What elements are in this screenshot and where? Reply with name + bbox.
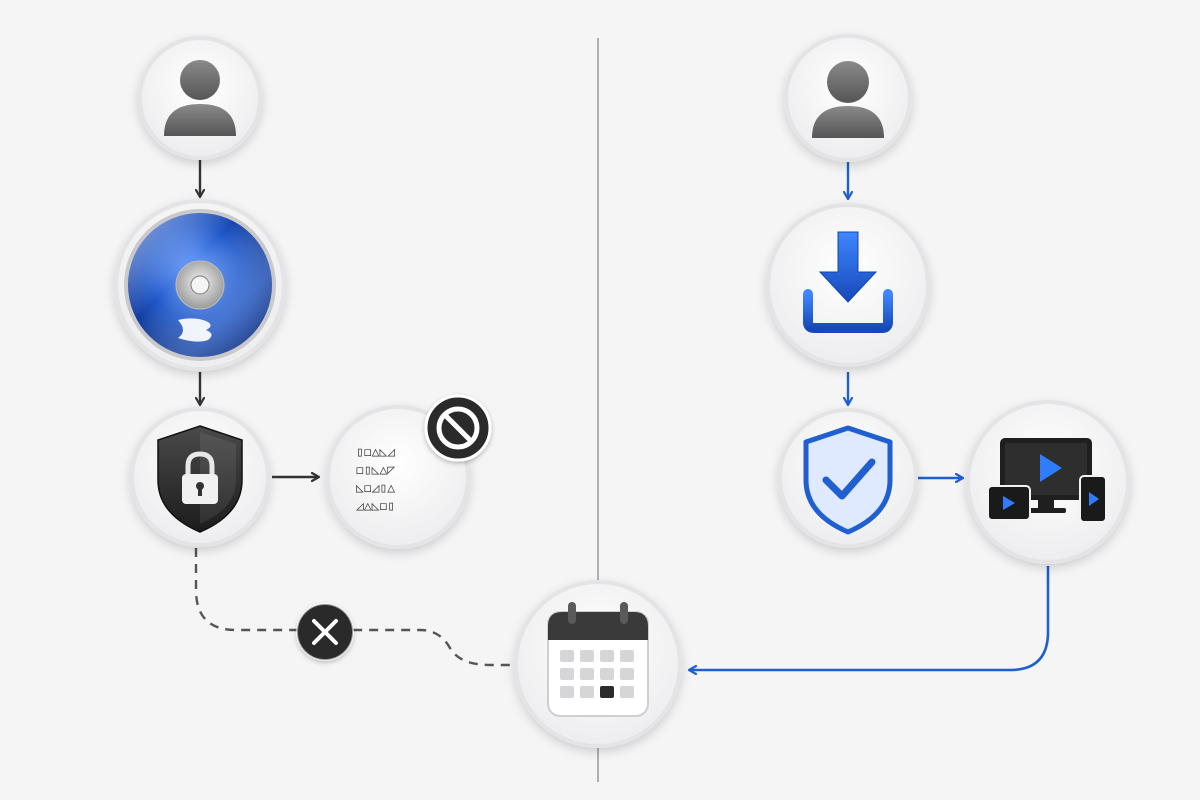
tablet-icon — [987, 485, 1031, 521]
node-user-right[interactable] — [784, 34, 912, 162]
blu-ray-logo — [178, 318, 212, 342]
edge-devices-to-calendar — [690, 566, 1050, 670]
node-user-left[interactable] — [138, 36, 262, 160]
scramble-row-3: ◺◻◿▯△ — [356, 481, 395, 496]
padlock-shackle — [185, 451, 215, 476]
scrambled-data-icon: ▯◻△◺◿ ◻▯◺△◸ ◺◻◿▯△ ◿△◺◻▯ — [356, 445, 395, 514]
node-drm-lock[interactable] — [130, 407, 270, 547]
blu-ray-disc-icon — [124, 209, 276, 361]
node-scrambled-data[interactable]: ▯◻△◺◿ ◻▯◺△◸ ◺◻◿▯△ ◿△◺◻▯ — [326, 394, 492, 549]
blocked-icon — [424, 394, 492, 462]
calendar-grid — [560, 650, 634, 698]
calendar-ring-right — [620, 602, 628, 624]
calendar-ring-left — [568, 602, 576, 624]
left-connectors — [194, 160, 512, 667]
locked-shield-icon — [157, 425, 243, 533]
node-download[interactable] — [766, 203, 930, 367]
calendar-icon — [547, 602, 649, 717]
node-calendar[interactable] — [514, 580, 682, 748]
download-icon — [803, 231, 893, 333]
node-verified-shield[interactable] — [778, 408, 918, 548]
x-circle-icon — [296, 603, 354, 661]
calendar-highlight-day — [600, 686, 614, 698]
scramble-row-2: ◻▯◺△◸ — [356, 463, 395, 478]
node-blu-ray-disc[interactable] — [114, 199, 286, 371]
edge-drm-to-calendar-dashed — [194, 548, 512, 667]
multi-device-icon — [987, 438, 1107, 523]
user-icon — [812, 61, 884, 138]
right-connectors — [690, 162, 1050, 670]
node-devices[interactable] — [966, 400, 1130, 564]
scramble-row-4: ◿△◺◻▯ — [356, 499, 395, 514]
verified-shield-icon — [803, 425, 893, 535]
user-icon — [164, 60, 236, 136]
scramble-row-1: ▯◻△◺◿ — [356, 445, 395, 460]
monitor-icon — [1000, 438, 1092, 513]
phone-icon — [1079, 475, 1107, 523]
